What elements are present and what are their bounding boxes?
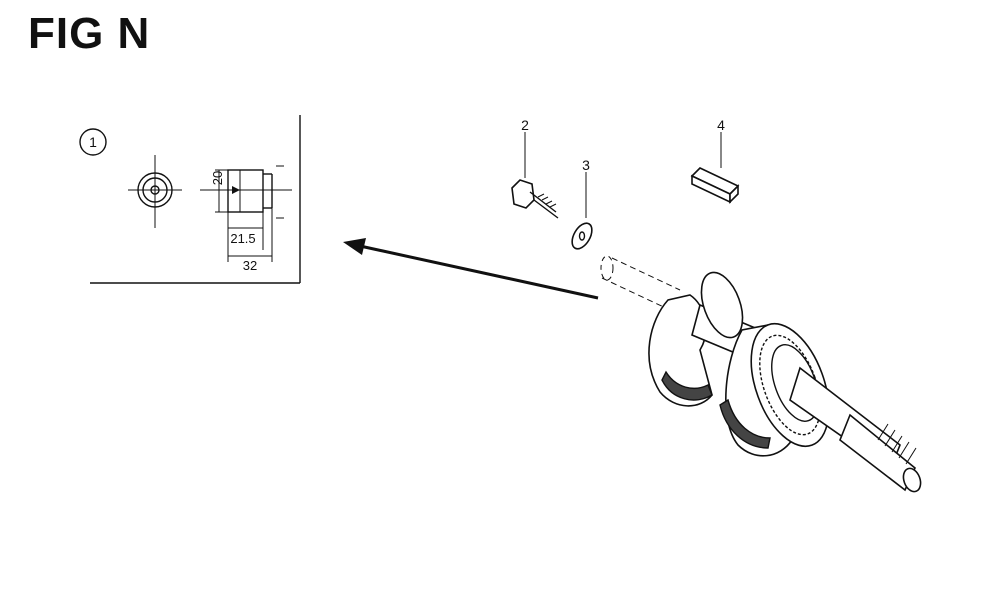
callout-number: 1 [89,134,97,150]
part-label-3: 3 [582,157,590,173]
figure-title: FIG N [28,9,151,58]
part-label-2: 2 [521,117,529,133]
part-2-bolt [511,132,559,219]
part-4-key [690,132,740,204]
detail-side-view [200,165,292,262]
part-label-4: 4 [717,117,725,133]
part-3-washer [571,172,593,250]
reference-arrow [343,238,599,300]
detail-front-view [128,155,182,228]
dim-inner-width: 21.5 [230,231,255,246]
detail-inset: 1 [79,115,301,284]
dim-height: 20 [210,171,225,185]
callout-circle [79,128,107,156]
dim-overall-width: 32 [243,258,257,273]
crankshaft-assembly [600,255,922,493]
